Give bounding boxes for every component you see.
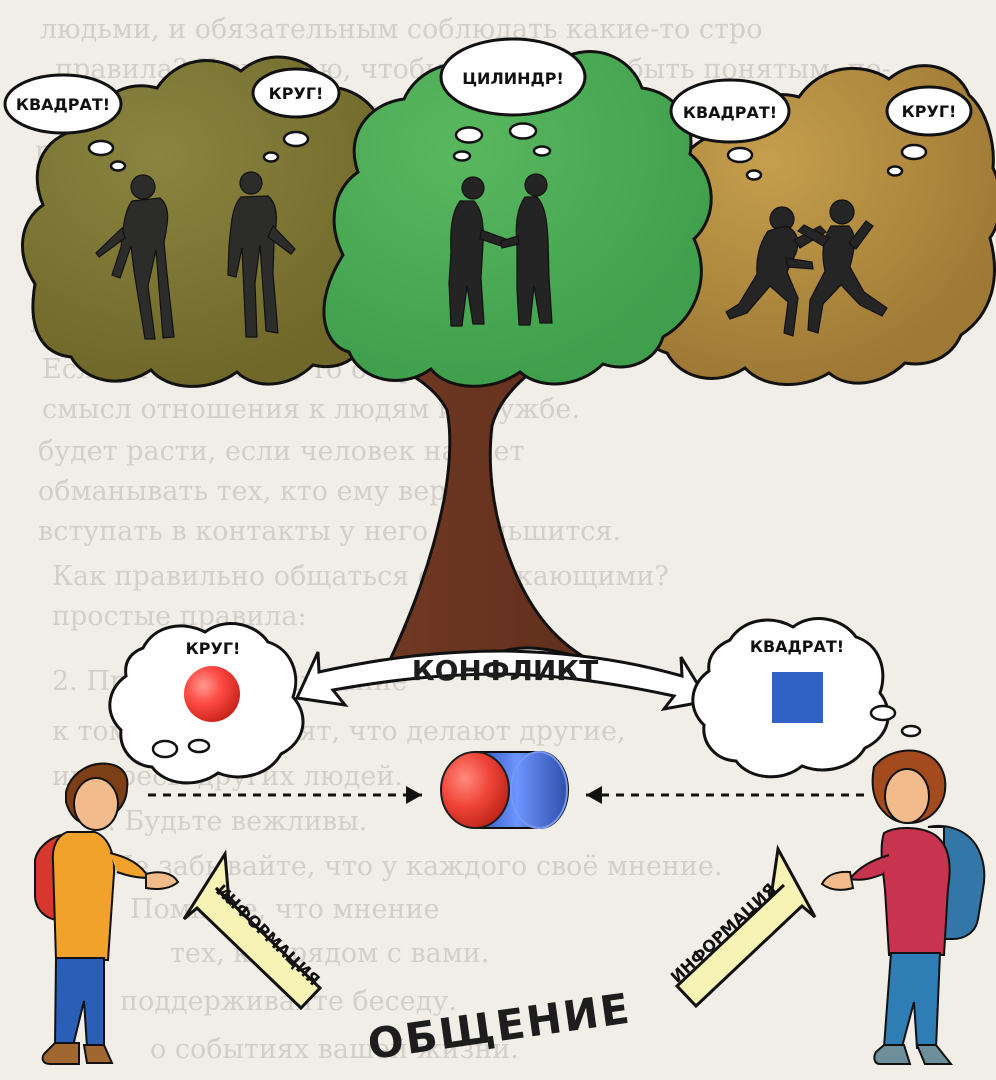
left-tree-right-label: КРУГ! xyxy=(269,84,324,103)
center-tree-handshake-people xyxy=(448,173,553,327)
left-tree-left-label: КВАДРАТ! xyxy=(16,95,110,114)
blue-square-shape xyxy=(772,672,823,723)
svg-text:вступать в контакты у него уме: вступать в контакты у него уменьшится. xyxy=(38,516,621,547)
conflict-label: КОНФЛИКТ xyxy=(412,654,599,687)
right-tree-right-label: КРУГ! xyxy=(902,102,957,121)
svg-text:будет расти, если человек начн: будет расти, если человек начнет xyxy=(38,436,524,467)
left-tree-right-bubble: КРУГ! xyxy=(251,67,341,163)
left-tree-left-bubble: КВАДРАТ! xyxy=(3,73,127,172)
information-flow-lines xyxy=(148,786,864,804)
right-boy xyxy=(820,749,986,1065)
left-handshake-person xyxy=(448,176,507,327)
left-lower-thought-bubble: КРУГ! xyxy=(108,622,305,785)
right-tree-right-bubble: КРУГ! xyxy=(885,85,973,177)
svg-text:людьми, и обязательным соблюда: людьми, и обязательным соблюдать какие-т… xyxy=(40,14,762,45)
svg-text:обманывать тех, кто ему верит.: обманывать тех, кто ему верит. xyxy=(38,476,488,507)
right-handshake-person xyxy=(500,173,553,326)
conflict-arrow: КОНФЛИКТ xyxy=(294,649,711,712)
svg-text:Как правильно общаться с окруж: Как правильно общаться с окружающими? xyxy=(52,561,669,592)
right-tree-left-bubble: КВАДРАТ! xyxy=(669,78,791,181)
left-tree-walking-people xyxy=(95,171,296,340)
right-fighter xyxy=(797,199,888,334)
red-circle-shape xyxy=(184,666,240,722)
right-lower-thought-bubble: КВАДРАТ! xyxy=(691,617,922,779)
right-lower-label: КВАДРАТ! xyxy=(750,637,844,656)
left-tree-thought-bubbles: КВАДРАТ! КРУГ! xyxy=(3,67,341,172)
svg-text:Не забывайте, что у каждого св: Не забывайте, что у каждого своё мнение. xyxy=(110,851,722,882)
left-lower-label: КРУГ! xyxy=(186,639,241,658)
right-walking-person xyxy=(227,171,296,338)
center-tree-label: ЦИЛИНДР! xyxy=(462,69,564,88)
left-walking-person xyxy=(95,174,175,340)
svg-text:тех, кто рядом с вами.: тех, кто рядом с вами. xyxy=(170,938,489,969)
right-tree-left-label: КВАДРАТ! xyxy=(683,103,777,122)
center-tree-thought-bubble: ЦИЛИНДР! xyxy=(439,37,587,162)
svg-text:3. Будьте вежливы.: 3. Будьте вежливы. xyxy=(90,806,367,837)
svg-text:о событиях вашей жизни.: о событиях вашей жизни. xyxy=(150,1034,519,1065)
left-boy xyxy=(34,762,180,1065)
cylinder-shape xyxy=(440,751,570,829)
right-tree-thought-bubbles: КВАДРАТ! КРУГ! xyxy=(669,78,973,181)
svg-text:Помните, что мнение: Помните, что мнение xyxy=(130,894,439,925)
right-tree-fighting-people xyxy=(725,199,888,337)
